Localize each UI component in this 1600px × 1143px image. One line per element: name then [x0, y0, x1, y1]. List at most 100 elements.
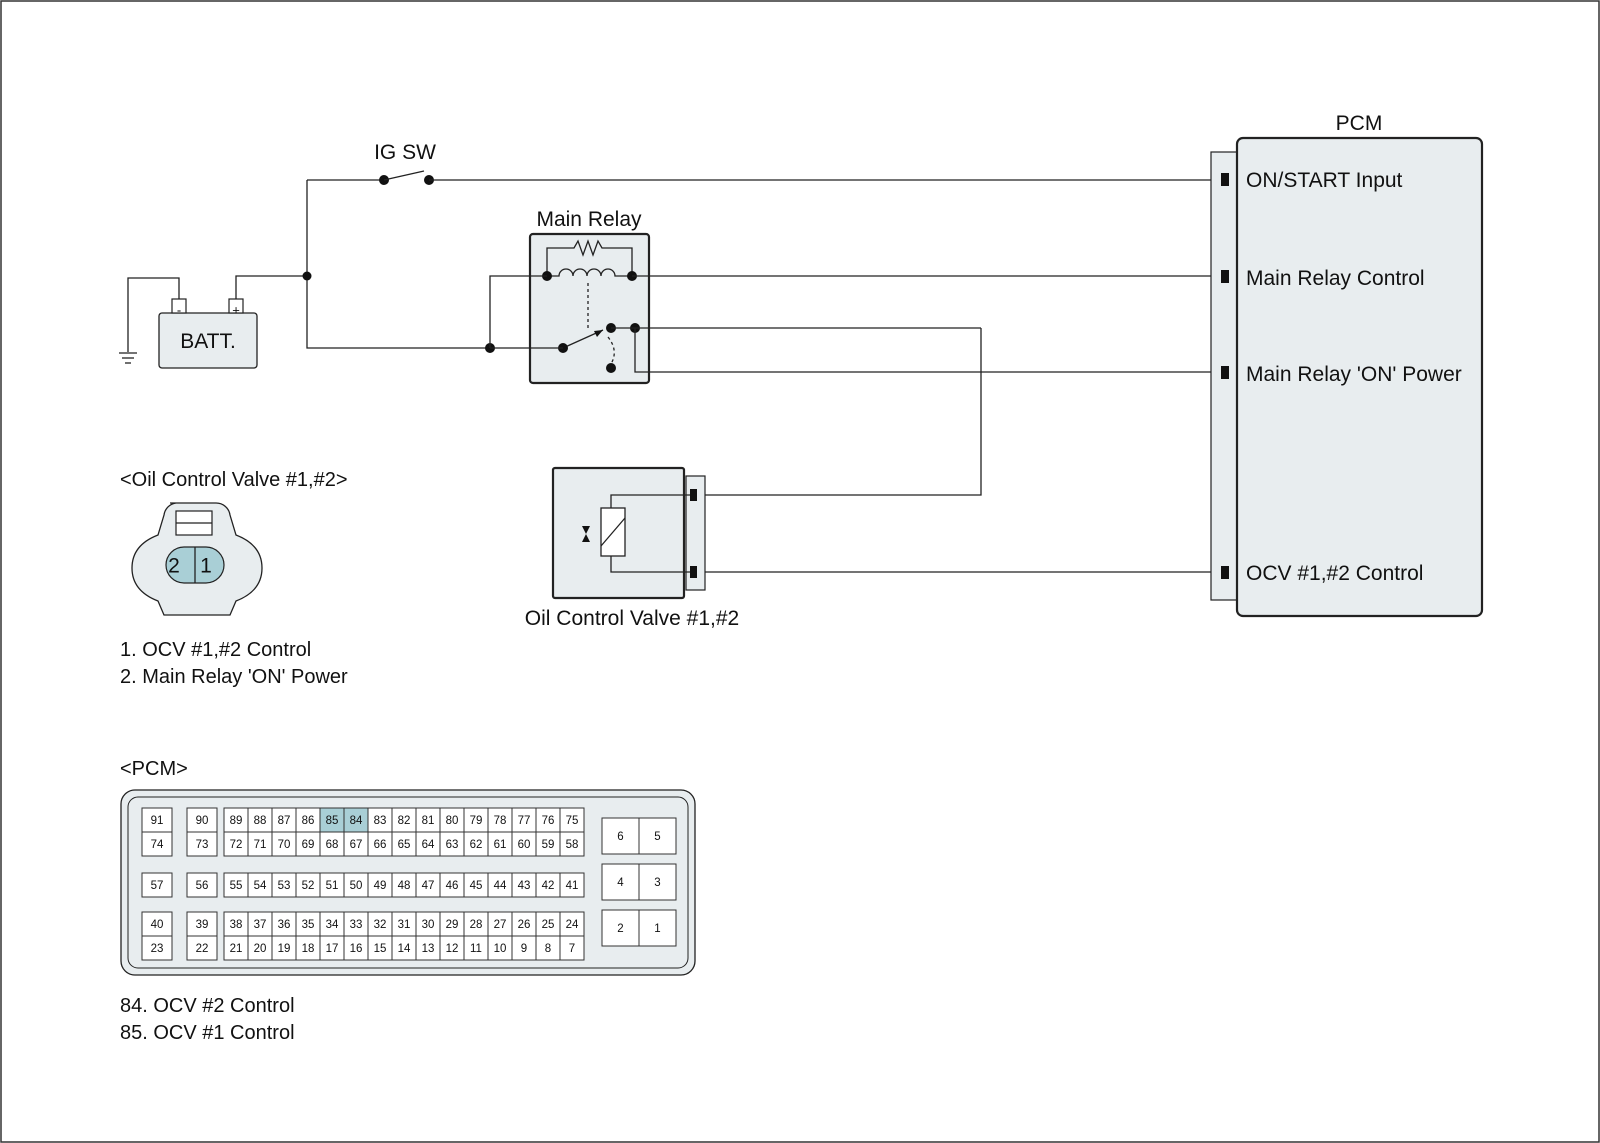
pcm-pin-63: 63 — [446, 839, 459, 851]
pcm-pin-13: 13 — [422, 943, 435, 955]
pcm-pin-47: 47 — [422, 880, 435, 892]
pcm-pin-85-cell — [319, 807, 345, 833]
pcm-pin-16: 16 — [350, 943, 363, 955]
pcm-pin-23: 23 — [151, 943, 164, 955]
wire-main-relay-on-power — [634, 328, 1223, 373]
oil-control-valve: Oil Control Valve #1,#2 — [525, 466, 739, 630]
pcm-pin-6-cell — [601, 817, 640, 855]
pcm-pin-9: 9 — [521, 943, 527, 955]
battery-minus-label: - — [177, 303, 181, 318]
pcm-pin-86: 86 — [302, 815, 315, 827]
pcm-pin-37: 37 — [254, 919, 267, 931]
pcm-pin-24-cell — [559, 911, 585, 937]
pcm-pin-84: 84 — [350, 815, 363, 827]
pcm-pin-7-cell — [559, 935, 585, 961]
pcm-pin-3-cell — [638, 863, 677, 901]
pcm-pin-36-cell — [271, 911, 297, 937]
pcm-pin-79-cell — [463, 807, 489, 833]
pcm-pin-80: 80 — [446, 815, 459, 827]
pcm-pin-22-cell — [186, 935, 218, 961]
pcm-pin-41-cell — [559, 872, 585, 898]
pcm-pin-21: 21 — [230, 943, 243, 955]
pcm-pin-50: 50 — [350, 880, 363, 892]
pcm-pin-73-cell — [186, 831, 218, 857]
pcm-pin-81: 81 — [422, 815, 435, 827]
pcm-pin-33: 33 — [350, 919, 363, 931]
pcm-pin-44: 44 — [494, 880, 507, 892]
pcm-pin-70: 70 — [278, 839, 291, 851]
pcm-pin-10: 10 — [494, 943, 507, 955]
pcm-pin-15: 15 — [374, 943, 387, 955]
pcm-pin-7: 7 — [569, 943, 575, 955]
pcm-pin-54-cell — [247, 872, 273, 898]
pcm-pin-16-cell — [343, 935, 369, 961]
pcm-pin-60: 60 — [518, 839, 531, 851]
pcm-pin-31: 31 — [398, 919, 411, 931]
pcm-pin-31-cell — [391, 911, 417, 937]
pcm-pin-35: 35 — [302, 919, 315, 931]
pcm-pin-3: 3 — [654, 877, 660, 889]
pcm-pin-54: 54 — [254, 880, 267, 892]
pcm-pin-76: 76 — [542, 815, 555, 827]
pcm-pin-91: 91 — [151, 815, 164, 827]
pcm-terminal-main-relay-control: Main Relay Control — [1246, 267, 1425, 290]
pcm-pin-43: 43 — [518, 880, 531, 892]
pcm-connector-title: <PCM> — [120, 758, 188, 780]
pcm-pin-64: 64 — [422, 839, 435, 851]
pcm-pin-63-cell — [439, 831, 465, 857]
pcm-pin-5-cell — [638, 817, 677, 855]
pcm-pin-4: 4 — [617, 877, 624, 889]
pcm-pin-2-cell — [601, 909, 640, 947]
pcm-pin-2: 2 — [617, 923, 623, 935]
pcm-pin-40-cell — [141, 911, 173, 937]
pcm-pin-6: 6 — [617, 831, 623, 843]
pcm-pin-24: 24 — [566, 919, 579, 931]
pcm-pin-67-cell — [343, 831, 369, 857]
pcm-label: PCM — [1336, 112, 1383, 135]
pcm-pin-48: 48 — [398, 880, 411, 892]
pcm-pin-57: 57 — [151, 880, 164, 892]
pcm-pin-74-cell — [141, 831, 173, 857]
pcm-pin-89: 89 — [230, 815, 243, 827]
pcm-pin-90: 90 — [196, 815, 209, 827]
wire-relay-coil-in — [489, 275, 547, 348]
pcm-pin-32: 32 — [374, 919, 387, 931]
pcm-pin-14-cell — [391, 935, 417, 961]
pcm-pin-38: 38 — [230, 919, 243, 931]
pcm-pin-32-cell — [367, 911, 393, 937]
pcm-pin-18-cell — [295, 935, 321, 961]
pcm-pin-85: 85 — [326, 815, 339, 827]
pcm-pin-77-cell — [511, 807, 537, 833]
pcm-pin-14: 14 — [398, 943, 411, 955]
pcm-pin-11-cell — [463, 935, 489, 961]
pcm-pin-75: 75 — [566, 815, 579, 827]
pcm-pin-8: 8 — [545, 943, 551, 955]
pcm-pin-76-cell — [535, 807, 561, 833]
pcm-pin-45: 45 — [470, 880, 483, 892]
pcm-legend-84: 84. OCV #2 Control — [120, 995, 295, 1017]
pcm-pin-55: 55 — [230, 880, 243, 892]
pcm-pin-1: 1 — [654, 923, 660, 935]
pcm-terminal-main-relay-on-power: Main Relay 'ON' Power — [1246, 363, 1462, 386]
pcm-pin-12: 12 — [446, 943, 459, 955]
pcm-pin-41: 41 — [566, 880, 579, 892]
pcm-pin-34: 34 — [326, 919, 339, 931]
pcm-pin-79: 79 — [470, 815, 483, 827]
pcm-terminal-on-start: ON/START Input — [1246, 169, 1403, 192]
pcm-pin-77: 77 — [518, 815, 531, 827]
pcm-pin-51-cell — [319, 872, 345, 898]
ig-sw-label: IG SW — [374, 141, 436, 164]
ocv-pin-1: 1 — [200, 555, 212, 578]
pcm-pin-25: 25 — [542, 919, 555, 931]
pcm-pin-57-cell — [141, 872, 173, 898]
pcm-pin-64-cell — [415, 831, 441, 857]
pcm-pin-9-cell — [511, 935, 537, 961]
pcm-pin-53: 53 — [278, 880, 291, 892]
pcm-pin-28-cell — [463, 911, 489, 937]
pcm-terminal-ocv-control: OCV #1,#2 Control — [1246, 562, 1423, 585]
pcm-pin-55-cell — [223, 872, 249, 898]
